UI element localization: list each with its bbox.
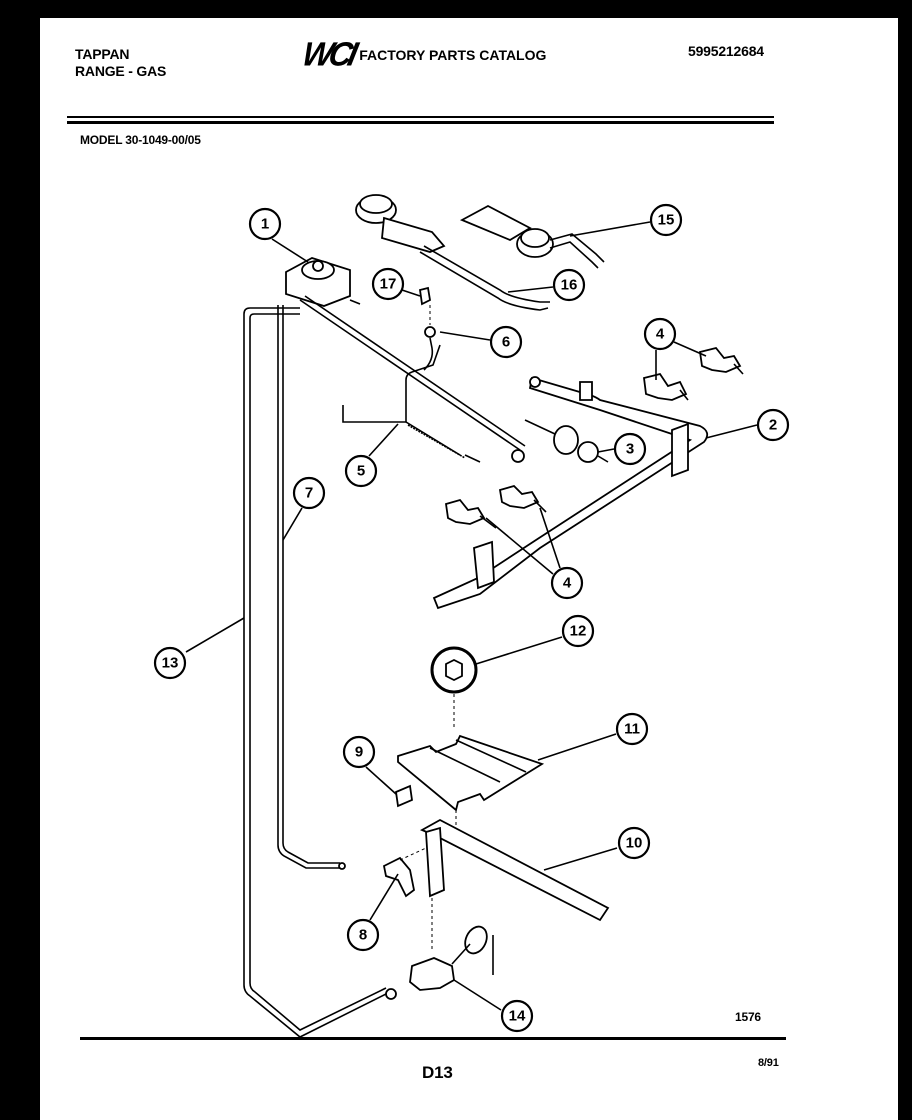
callout-16: 16 xyxy=(552,268,586,302)
part-9-clip xyxy=(395,784,413,808)
svg-text:2: 2 xyxy=(769,417,777,434)
callout-1: 1 xyxy=(248,207,282,241)
header-rule-thin xyxy=(67,116,774,118)
callout-11: 11 xyxy=(615,712,649,746)
part-16-burner xyxy=(355,194,550,311)
callout-10: 10 xyxy=(617,826,651,860)
callout-8: 8 xyxy=(346,918,380,952)
callout-12: 12 xyxy=(561,614,595,648)
svg-text:5: 5 xyxy=(357,463,365,480)
part-3-valve xyxy=(524,419,609,463)
part-4-valve-bottom-b xyxy=(498,484,547,513)
callout-3: 3 xyxy=(613,432,647,466)
callout-15: 15 xyxy=(649,203,683,237)
callout-6: 6 xyxy=(489,325,523,359)
part-4-valve-bottom-a xyxy=(444,498,497,529)
revision-date: 8/91 xyxy=(758,1057,779,1069)
svg-text:14: 14 xyxy=(509,1008,526,1025)
callout-4-top: 4 xyxy=(643,317,677,351)
callout-9: 9 xyxy=(342,735,376,769)
callout-17: 17 xyxy=(371,267,405,301)
model-number: MODEL 30-1049-00/05 xyxy=(80,133,201,147)
svg-text:12: 12 xyxy=(570,623,587,640)
tube-7 xyxy=(277,305,340,869)
callout-14: 14 xyxy=(500,999,534,1033)
header-rule-thick xyxy=(67,121,774,124)
part-8-electrode xyxy=(382,856,415,898)
svg-text:7: 7 xyxy=(305,485,313,502)
tube-5 xyxy=(342,344,441,423)
svg-text:4: 4 xyxy=(656,326,665,343)
svg-text:8: 8 xyxy=(359,927,367,944)
callout-5: 5 xyxy=(344,454,378,488)
drawing-number: 1576 xyxy=(735,1010,761,1024)
part-4-valve-top-a xyxy=(643,372,689,401)
svg-text:13: 13 xyxy=(162,655,179,672)
svg-text:11: 11 xyxy=(624,721,640,738)
product-type: RANGE - GAS xyxy=(75,63,167,79)
svg-text:6: 6 xyxy=(502,334,510,351)
part-6-orifice xyxy=(423,326,436,371)
catalog-number: 5995212684 xyxy=(688,43,764,59)
leader-lines xyxy=(185,221,758,1011)
part-4-valve-top-b xyxy=(698,346,744,375)
brand-block: TAPPAN RANGE - GAS xyxy=(75,46,166,80)
part-12-nut xyxy=(430,646,478,694)
part-11-baffle xyxy=(397,734,545,812)
svg-text:9: 9 xyxy=(355,744,363,761)
part-2-manifold xyxy=(432,376,709,610)
catalog-title-block: WCI FACTORY PARTS CATALOG xyxy=(299,35,547,73)
svg-text:16: 16 xyxy=(561,277,578,294)
part-17-clip xyxy=(418,286,431,306)
svg-text:4: 4 xyxy=(563,575,572,592)
svg-text:3: 3 xyxy=(626,441,634,458)
callout-7: 7 xyxy=(292,476,326,510)
catalog-title: FACTORY PARTS CATALOG xyxy=(359,46,547,63)
svg-text:10: 10 xyxy=(626,835,643,852)
brand-name: TAPPAN xyxy=(75,46,130,62)
svg-text:1: 1 xyxy=(261,216,269,233)
part-1-regulator xyxy=(285,257,361,307)
svg-text:17: 17 xyxy=(380,276,397,293)
page-code: D13 xyxy=(422,1063,453,1082)
callout-4-bottom: 4 xyxy=(550,566,584,600)
part-14-oven-valve xyxy=(409,925,494,991)
callout-2: 2 xyxy=(756,408,790,442)
part-10-burner-tube xyxy=(419,818,610,922)
svg-text:15: 15 xyxy=(658,212,675,229)
callout-13: 13 xyxy=(153,646,187,680)
footer-rule xyxy=(80,1037,786,1040)
part-15-burner xyxy=(459,204,605,269)
tube-13 xyxy=(243,307,389,1038)
